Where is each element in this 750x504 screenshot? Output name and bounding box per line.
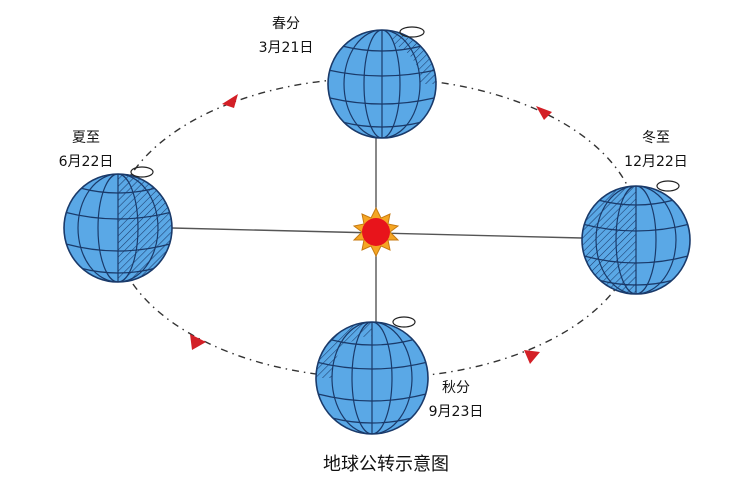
- earth-winter-solstice: [581, 180, 691, 295]
- rotation-arrow-icon: [656, 180, 680, 192]
- arrow-top-left: [222, 94, 238, 108]
- label-autumn-name: 秋分: [442, 380, 470, 396]
- arrow-bottom-right: [524, 350, 540, 364]
- sun: [352, 206, 400, 258]
- rotation-arrow-icon: [130, 166, 154, 178]
- orbit-direction-arrows: [190, 94, 552, 364]
- earth-spring-equinox: [327, 26, 437, 139]
- rotation-arrow-icon: [399, 26, 425, 38]
- sun-core: [362, 218, 390, 246]
- diagram-title: 地球公转示意图: [323, 454, 449, 475]
- label-autumn: 秋分 9月23日: [429, 380, 484, 420]
- label-spring-name: 春分: [272, 16, 300, 32]
- label-spring: 春分 3月21日: [259, 16, 314, 56]
- label-winter-date: 12月22日: [624, 154, 688, 170]
- label-summer-date: 6月22日: [59, 154, 114, 170]
- label-spring-date: 3月21日: [259, 40, 314, 56]
- label-summer-name: 夏至: [72, 130, 100, 146]
- label-winter: 冬至 12月22日: [624, 130, 688, 170]
- label-winter-name: 冬至: [642, 130, 670, 146]
- rotation-arrow-icon: [392, 316, 416, 328]
- label-autumn-date: 9月23日: [429, 404, 484, 420]
- arrow-top-right: [536, 106, 552, 120]
- earth-summer-solstice: [63, 166, 173, 283]
- arrow-bottom-left: [190, 334, 206, 350]
- label-summer: 夏至 6月22日: [59, 130, 114, 170]
- earth-autumn-equinox: [315, 316, 429, 435]
